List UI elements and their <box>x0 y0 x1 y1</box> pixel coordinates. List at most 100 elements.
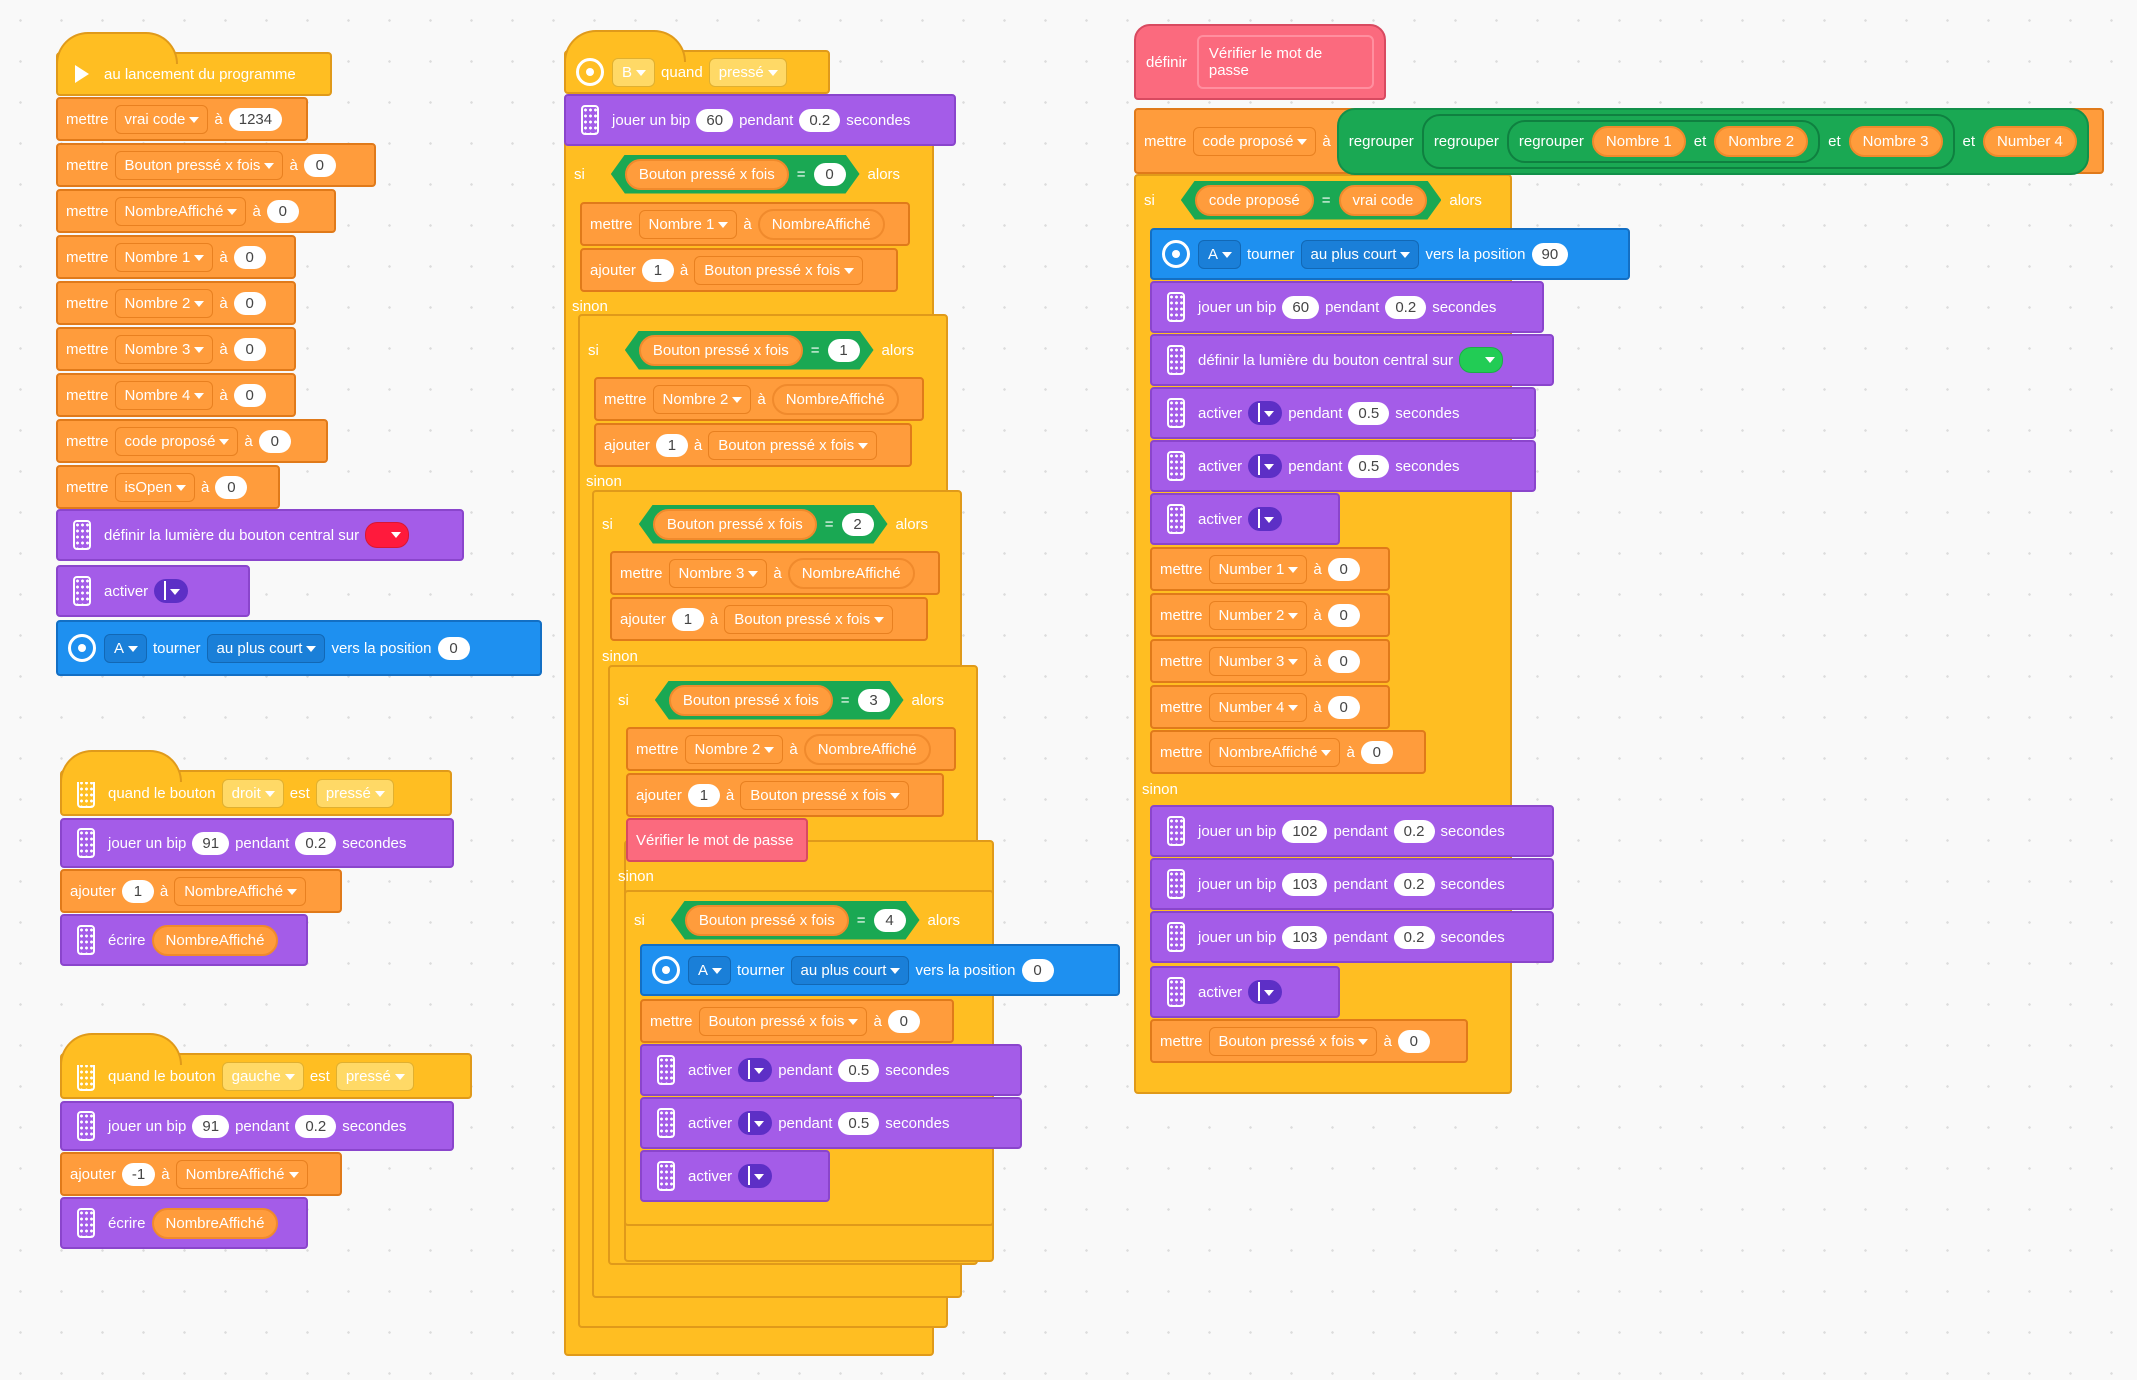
variable-dropdown[interactable]: Bouton pressé x fois <box>694 255 864 285</box>
green-color-dropdown[interactable] <box>1459 347 1504 373</box>
variable-reporter[interactable]: NombreAffiché <box>757 208 885 240</box>
call-verify-password-block[interactable]: Vérifier le mot de passe <box>626 818 808 862</box>
set-nombre1-block[interactable]: mettre Nombre 1 à 0 <box>56 235 296 279</box>
variable-dropdown[interactable]: Bouton pressé x fois <box>698 1006 868 1036</box>
note-input[interactable]: 60 <box>1282 295 1320 319</box>
start-hat-block[interactable]: au lancement du programme <box>56 32 332 96</box>
button-left-hat-block[interactable]: quand le bouton gauche est pressé <box>60 1033 472 1099</box>
variable-dropdown[interactable]: Bouton pressé x fois <box>724 604 894 634</box>
motor-port-dropdown[interactable]: A <box>104 633 148 663</box>
variable-reporter[interactable]: Bouton pressé x fois <box>685 905 849 936</box>
note-input[interactable]: 91 <box>192 831 230 855</box>
variable-reporter[interactable]: Number 4 <box>1983 125 2077 157</box>
position-input[interactable]: 90 <box>1531 242 1569 266</box>
matrix-dropdown[interactable] <box>738 1164 773 1188</box>
set-number2-block[interactable]: mettre Number 2 à 0 <box>1150 593 1390 637</box>
variable-dropdown[interactable]: Nombre 1 <box>114 242 214 272</box>
variable-reporter[interactable]: NombreAffiché <box>151 1207 279 1239</box>
beep-block[interactable]: jouer un bip 60 pendant 0.2 secondes <box>564 94 956 146</box>
set-isopen-block[interactable]: mettre isOpen à 0 <box>56 465 280 509</box>
value-input[interactable]: 0 <box>233 383 266 407</box>
value-input[interactable]: 0 <box>1327 649 1360 673</box>
variable-dropdown[interactable]: Nombre 4 <box>114 380 214 410</box>
duration-input[interactable]: 0.2 <box>799 108 841 132</box>
position-input[interactable]: 0 <box>1021 958 1054 982</box>
value-input[interactable]: 0 <box>1327 603 1360 627</box>
set-code-propose-join-block[interactable]: mettre code proposé à regrouper regroupe… <box>1134 107 2104 175</box>
note-input[interactable]: 103 <box>1282 925 1328 949</box>
value-input[interactable]: 1 <box>671 607 704 631</box>
variable-dropdown[interactable]: code proposé <box>114 426 239 456</box>
join-operator[interactable]: regrouper regrouper regrouper Nombre 1 e… <box>1336 107 2089 175</box>
variable-reporter[interactable]: Bouton pressé x fois <box>653 509 817 540</box>
variable-reporter[interactable]: Nombre 3 <box>1848 125 1943 157</box>
activate-matrix-block[interactable]: activer <box>56 565 250 617</box>
activate-matrix-block[interactable]: activer <box>1150 966 1340 1018</box>
set-nombre2-block[interactable]: mettre Nombre 2 à NombreAffiché <box>594 377 924 421</box>
position-input[interactable]: 0 <box>437 636 470 660</box>
variable-reporter[interactable]: Bouton pressé x fois <box>639 335 803 366</box>
variable-dropdown[interactable]: Bouton pressé x fois <box>740 780 910 810</box>
beep-block[interactable]: jouer un bip 60 pendant 0.2 secondes <box>1150 281 1544 333</box>
activate-matrix-duration-block[interactable]: activer pendant 0.5 secondes <box>640 1044 1022 1096</box>
note-input[interactable]: 102 <box>1282 819 1328 843</box>
variable-dropdown[interactable]: Nombre 3 <box>668 558 768 588</box>
direction-dropdown[interactable]: au plus court <box>206 633 326 663</box>
variable-dropdown[interactable]: NombreAffiché <box>114 196 247 226</box>
set-nombre-affiche-block[interactable]: mettre NombreAffiché à 0 <box>56 189 336 233</box>
set-code-propose-block[interactable]: mettre code proposé à 0 <box>56 419 328 463</box>
beep-block[interactable]: jouer un bip 103 pendant 0.2 secondes <box>1150 911 1554 963</box>
variable-reporter[interactable]: NombreAffiché <box>151 924 279 956</box>
variable-dropdown[interactable]: code proposé <box>1192 126 1317 156</box>
set-nombre2-block[interactable]: mettre Nombre 2 à 0 <box>56 281 296 325</box>
duration-input[interactable]: 0.2 <box>1393 819 1435 843</box>
beep-block[interactable]: jouer un bip 91 pendant 0.2 secondes <box>60 1101 454 1151</box>
matrix-dropdown[interactable] <box>1248 401 1283 425</box>
motor-port-dropdown[interactable]: A <box>688 955 732 985</box>
write-block[interactable]: écrire NombreAffiché <box>60 914 308 966</box>
set-nombre3-block[interactable]: mettre Nombre 3 à NombreAffiché <box>610 551 940 595</box>
matrix-dropdown[interactable] <box>1248 454 1283 478</box>
procedure-name[interactable]: Vérifier le mot de passe <box>1196 35 1374 89</box>
set-nombre-affiche-block[interactable]: mettre NombreAffiché à 0 <box>1150 730 1426 774</box>
variable-reporter[interactable]: Nombre 2 <box>1714 125 1809 157</box>
direction-dropdown[interactable]: au plus court <box>1300 239 1420 269</box>
beep-block[interactable]: jouer un bip 103 pendant 0.2 secondes <box>1150 858 1554 910</box>
duration-input[interactable]: 0.5 <box>1348 454 1390 478</box>
variable-dropdown[interactable]: Bouton pressé x fois <box>114 150 284 180</box>
matrix-dropdown[interactable] <box>1248 980 1283 1004</box>
value-input[interactable]: 0 <box>233 245 266 269</box>
activate-matrix-duration-block[interactable]: activer pendant 0.5 secondes <box>1150 387 1536 439</box>
equals-operator[interactable]: Bouton pressé x fois = 1 <box>625 331 874 370</box>
value-input[interactable]: 0 <box>303 153 336 177</box>
note-input[interactable]: 103 <box>1282 872 1328 896</box>
set-center-light-block[interactable]: définir la lumière du bouton central sur <box>1150 334 1554 386</box>
value-input[interactable]: 0 <box>233 337 266 361</box>
port-dropdown[interactable]: B <box>612 57 656 87</box>
button-dropdown[interactable]: gauche <box>221 1061 304 1091</box>
value-input[interactable]: 1234 <box>228 107 283 131</box>
equals-operator[interactable]: code proposé = vrai code <box>1181 181 1442 220</box>
note-input[interactable]: 91 <box>192 1114 230 1138</box>
variable-dropdown[interactable]: Nombre 2 <box>652 384 752 414</box>
equals-operator[interactable]: Bouton pressé x fois = 3 <box>655 681 904 720</box>
value-input[interactable]: 0 <box>1360 740 1393 764</box>
set-number1-block[interactable]: mettre Number 1 à 0 <box>1150 547 1390 591</box>
activate-matrix-block[interactable]: activer <box>640 1150 830 1202</box>
set-number3-block[interactable]: mettre Number 3 à 0 <box>1150 639 1390 683</box>
variable-reporter[interactable]: Bouton pressé x fois <box>669 685 833 716</box>
variable-dropdown[interactable]: NombreAffiché <box>174 876 307 906</box>
duration-input[interactable]: 0.2 <box>1393 925 1435 949</box>
variable-dropdown[interactable]: Nombre 3 <box>114 334 214 364</box>
value-input[interactable]: 0 <box>887 1009 920 1033</box>
activate-matrix-block[interactable]: activer <box>1150 493 1340 545</box>
variable-dropdown[interactable]: Nombre 2 <box>114 288 214 318</box>
duration-input[interactable]: 0.5 <box>1348 401 1390 425</box>
change-variable-block[interactable]: ajouter -1 à NombreAffiché <box>60 1152 342 1196</box>
value-input[interactable]: 0 <box>266 199 299 223</box>
value-input[interactable]: 0 <box>258 429 291 453</box>
value-input[interactable]: 1 <box>828 339 860 362</box>
duration-input[interactable]: 0.5 <box>838 1111 880 1135</box>
set-bouton-x-block[interactable]: mettre Bouton pressé x fois à 0 <box>640 999 954 1043</box>
variable-dropdown[interactable]: isOpen <box>114 472 196 502</box>
